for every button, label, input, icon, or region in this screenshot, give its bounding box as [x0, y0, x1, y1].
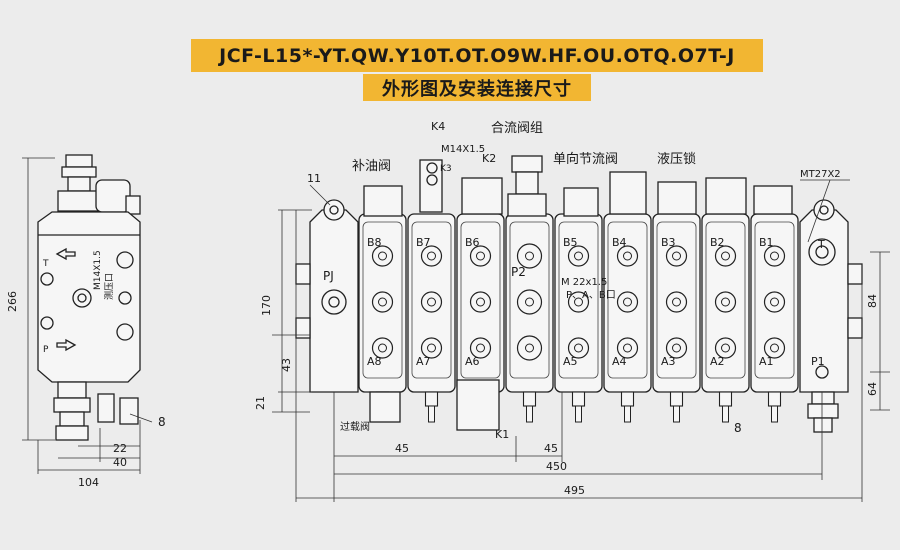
dim-450: 450 — [546, 460, 567, 473]
one-way-throttle-label: 单向节流阀 — [553, 151, 618, 167]
k4-label: K4 — [431, 120, 445, 133]
work-section — [456, 213, 505, 423]
pj-label: PJ — [323, 269, 334, 283]
labels: K4 M14X1.5 K3 K2 合流阀组 单向节流阀 液压锁 补油阀 过载阀 … — [6, 120, 879, 497]
a-port-label: A8 — [367, 355, 382, 368]
port-11-label: 11 — [307, 172, 321, 185]
work-section — [603, 213, 652, 423]
hydraulic-lock-label: 液压锁 — [657, 151, 696, 167]
dim-21: 21 — [254, 396, 267, 410]
dim-104: 104 — [78, 476, 99, 489]
side-p-label: P — [43, 345, 49, 355]
b-port-label: B5 — [563, 236, 578, 249]
side-dimension-lines — [22, 157, 153, 474]
b-port-label: B4 — [612, 236, 627, 249]
front-dimension-lines — [272, 179, 890, 502]
subtitle: 外形图及安装连接尺寸 — [382, 78, 572, 100]
test-port-label: 测压口 — [104, 273, 115, 300]
side-t-label: T — [42, 259, 49, 269]
work-section — [407, 213, 456, 423]
dim-45-left: 45 — [395, 442, 409, 455]
top-valves — [363, 155, 793, 431]
work-section — [701, 213, 750, 423]
mt27-label: MT27X2 — [800, 169, 841, 180]
b-port-label: B6 — [465, 236, 480, 249]
side-view — [37, 154, 141, 441]
t-port-label: T — [817, 238, 825, 251]
work-section — [505, 213, 554, 423]
a-port-label: A6 — [465, 355, 480, 368]
a-port-label: A5 — [563, 355, 578, 368]
dim-266: 266 — [6, 291, 19, 312]
b-port-label: B7 — [416, 236, 431, 249]
model-title-banner: JCF-L15*-YT.QW.Y10T.OT.O9W.HF.OU.OTQ.O7T… — [191, 39, 763, 72]
m14-side-label: M14X1.5 — [93, 250, 103, 290]
dim-64: 64 — [866, 382, 879, 396]
dim-8-side: 8 — [158, 415, 166, 429]
m14-top-label: M14X1.5 — [441, 144, 485, 155]
makeup-valve-label: 补油阀 — [352, 159, 391, 174]
b-port-label: B2 — [710, 236, 725, 249]
a-port-label: A4 — [612, 355, 627, 368]
dim-495: 495 — [564, 484, 585, 497]
model-title: JCF-L15*-YT.QW.Y10T.OT.O9W.HF.OU.OTQ.O7T… — [219, 44, 735, 67]
a-port-label: A3 — [661, 355, 676, 368]
a-port-label: A7 — [416, 355, 431, 368]
dim-43: 43 — [280, 358, 293, 372]
a-port-label: A2 — [710, 355, 725, 368]
dim-84: 84 — [866, 294, 879, 308]
subtitle-banner: 外形图及安装连接尺寸 — [363, 74, 591, 101]
dim-22: 22 — [113, 442, 127, 455]
a-port-label: A1 — [759, 355, 774, 368]
k3-label: K3 — [440, 164, 452, 174]
m22-label: M 22x1.5 — [561, 277, 607, 288]
m22-ports-label: P、A、B口 — [566, 290, 616, 301]
front-view — [295, 199, 863, 433]
p2-label: P2 — [511, 265, 526, 279]
p1-label: P1 — [811, 355, 825, 368]
k2-label: K2 — [482, 152, 496, 165]
combine-valve-label: 合流阀组 — [491, 121, 543, 136]
dim-40: 40 — [113, 456, 127, 469]
overload-valve-label: 过载阀 — [340, 420, 370, 433]
work-section — [750, 213, 799, 423]
k1-label: K1 — [495, 428, 509, 441]
dim-45-mid: 45 — [544, 442, 558, 455]
dim-8-front: 8 — [734, 421, 742, 435]
dim-170: 170 — [260, 295, 273, 316]
b-port-label: B1 — [759, 236, 774, 249]
b-port-label: B8 — [367, 236, 382, 249]
b-port-label: B3 — [661, 236, 676, 249]
